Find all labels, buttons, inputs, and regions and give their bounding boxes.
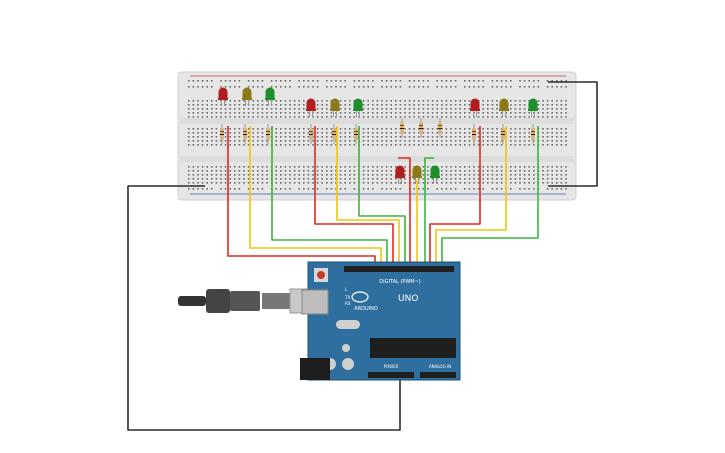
- wire-yellow-1: [249, 126, 382, 270]
- digital-header: [344, 266, 454, 272]
- resistor: [309, 124, 313, 144]
- led-green: [353, 98, 363, 117]
- breadboard[interactable]: [177, 71, 577, 201]
- brand-label: ARDUINO: [354, 306, 378, 312]
- led-red: [306, 98, 316, 117]
- wire-red-4: [429, 126, 481, 270]
- led-red: [218, 87, 228, 106]
- wire-red-3: [398, 157, 411, 270]
- wire-yellow-2: [336, 126, 400, 270]
- led-red: [395, 165, 405, 184]
- power-jack: [300, 358, 330, 380]
- resistor: [243, 124, 247, 144]
- resistors: [220, 118, 535, 144]
- resistor: [531, 124, 535, 144]
- l-label: L: [345, 287, 348, 292]
- breadboard-holes: [188, 80, 567, 190]
- wire-green-1: [271, 126, 388, 270]
- power-label: POWER: [384, 364, 399, 369]
- arduino-board[interactable]: DIGITAL (PWM~) ARDUINO UNO TX RX L POWER…: [300, 261, 461, 381]
- wire-yellow-4: [435, 126, 507, 270]
- led-yellow: [242, 87, 252, 106]
- ground-wire-left: [127, 185, 401, 431]
- led-yellow: [330, 98, 340, 117]
- led-green: [528, 98, 538, 117]
- resistor: [419, 118, 423, 138]
- tx-label: TX: [344, 295, 350, 300]
- crystal: [336, 320, 360, 329]
- led-red: [470, 98, 480, 117]
- atmega-chip: [370, 338, 456, 358]
- led-yellow: [499, 98, 509, 117]
- resistor: [332, 124, 336, 144]
- analog-label: ANALOG IN: [429, 364, 451, 369]
- leds: [218, 87, 538, 184]
- arduino-logo: [351, 291, 369, 303]
- wire-green-4: [441, 126, 539, 270]
- ground-wire-right: [548, 81, 598, 187]
- resistor: [266, 124, 270, 144]
- wire-red-2: [314, 126, 394, 270]
- wire-green-2: [358, 126, 406, 270]
- model-label: UNO: [398, 294, 418, 304]
- wire-green-3: [424, 157, 434, 270]
- resistor: [354, 124, 358, 144]
- rx-label: RX: [345, 301, 351, 306]
- resistor: [400, 118, 404, 138]
- resistor: [472, 124, 476, 144]
- led-green: [265, 87, 275, 106]
- power-header: [368, 372, 414, 378]
- resistor: [438, 118, 442, 138]
- analog-header: [420, 372, 456, 378]
- resistor: [220, 124, 224, 144]
- led-yellow: [412, 165, 422, 184]
- led-green: [430, 165, 440, 184]
- resistor: [501, 124, 505, 144]
- digital-header-label: DIGITAL (PWM~): [379, 279, 421, 285]
